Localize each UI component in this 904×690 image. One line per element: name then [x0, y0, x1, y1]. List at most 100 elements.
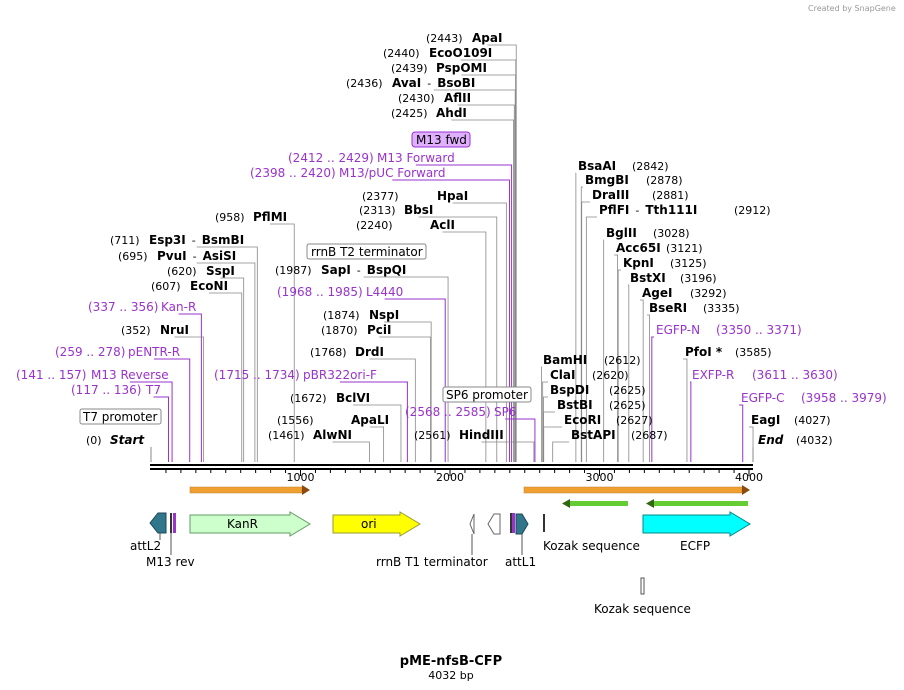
- ruler-label: 2000: [436, 471, 464, 484]
- sp6-promoter-mark: [512, 513, 515, 533]
- site-leader: [379, 336, 431, 462]
- site-leader: [543, 411, 555, 462]
- sequence-backbone: [150, 464, 753, 470]
- site-leader: [384, 321, 432, 462]
- kanr-label: KanR: [227, 517, 258, 531]
- primer-range: (3611 .. 3630): [752, 368, 838, 382]
- start-position: (0): [86, 434, 102, 447]
- enzyme-position: (2912): [734, 204, 771, 217]
- enzyme-isoschizomer: BsmBI: [202, 233, 244, 247]
- site-leader: [452, 202, 507, 462]
- site-leader: [153, 396, 169, 462]
- enzyme-position: (3292): [690, 287, 727, 300]
- enzyme-label: EagI(4027): [751, 413, 831, 427]
- site-leader: [339, 381, 408, 462]
- enzyme-name: BstAPI: [571, 428, 616, 442]
- primer-range: (2412 .. 2429): [288, 151, 374, 165]
- site-leader: [196, 246, 258, 462]
- plasmid-title: pME-nfsB-CFP: [400, 654, 502, 669]
- enzyme-position: (2612): [604, 354, 641, 367]
- enzyme-position: (2687): [631, 429, 668, 442]
- enzyme-separator: -: [357, 264, 361, 277]
- enzyme-label: ApaLI(1556): [277, 413, 389, 427]
- site-leader: [332, 441, 370, 462]
- enzyme-name: AvaI: [392, 76, 421, 90]
- attl1-feature: [515, 513, 529, 535]
- enzyme-position: (1768): [310, 346, 347, 359]
- enzyme-position: (2440): [383, 47, 420, 60]
- rrnb-t2-box: [306, 243, 427, 260]
- enzyme-label: BmgBI(2878): [585, 173, 683, 187]
- enzyme-label: PspOMI(2439): [391, 61, 487, 75]
- enzyme-position: (2436): [346, 77, 383, 90]
- site-leader: [739, 404, 744, 462]
- enzyme-name: ClaI: [550, 368, 575, 382]
- site-leader: [461, 74, 517, 462]
- enzyme-label: EcoO109I(2440): [383, 46, 492, 60]
- enzyme-position: (958): [215, 211, 245, 224]
- primer-name: EGFP-C: [741, 391, 784, 405]
- enzyme-label: EcoRI(2627): [564, 413, 653, 427]
- kozak-tick: [543, 514, 545, 532]
- rrnb-t2-terminator-feature: [487, 513, 501, 535]
- orf-long: [523, 486, 743, 494]
- start-label: Start: [110, 433, 145, 447]
- site-leader: [683, 358, 688, 462]
- m13-rev-label: M13 rev: [146, 555, 195, 569]
- backbone-bottom-strand: [150, 468, 753, 470]
- attl2-label: attL2: [130, 539, 161, 553]
- primer-name: M13 Forward: [377, 151, 455, 165]
- enzyme-label: BsaAI(2842): [578, 159, 669, 173]
- enzyme-position: (2627): [616, 414, 653, 427]
- site-leader: [581, 201, 590, 462]
- site-leader: [481, 441, 535, 462]
- ori-label: ori: [361, 517, 377, 531]
- site-leader: [651, 336, 654, 462]
- primer-label: M13/pUC Forward(2398 .. 2420): [250, 166, 446, 180]
- orf-kanr-head: [302, 485, 310, 495]
- enzyme-label: BstAPI (2687): [571, 428, 668, 442]
- enzyme-label: Acc65I (3121): [616, 241, 703, 255]
- primer-label: SP6(2568 .. 2585): [405, 405, 517, 419]
- primer-name: M13/pUC Forward: [339, 166, 446, 180]
- enzyme-name: NruI: [160, 323, 189, 337]
- primer-label: M13 Reverse(141 .. 157): [16, 368, 169, 382]
- rrnb-t1-terminator-label: rrnB T1 terminator: [376, 555, 488, 569]
- m13-fwd-box: [411, 131, 471, 148]
- backbone-top-strand: [150, 464, 753, 466]
- enzyme-position: (1987): [275, 264, 312, 277]
- primer-range: (1968 .. 1985): [277, 285, 363, 299]
- enzyme-name: Acc65I: [616, 241, 661, 255]
- site-leader: [690, 381, 692, 462]
- enzyme-label: DraIII(2881): [592, 188, 689, 202]
- enzyme-name: PfoI *: [685, 345, 723, 359]
- site-leader: [154, 358, 191, 462]
- enzyme-name: EagI: [751, 413, 780, 427]
- primer-label: L4440(1968 .. 1985): [277, 285, 403, 299]
- site-leader: [505, 418, 536, 462]
- enzyme-name: ApaI: [472, 31, 502, 45]
- enzyme-label: PflFI(2912)-Tth111I: [599, 203, 771, 217]
- enzyme-isoschizomer: AsiSI: [203, 249, 237, 263]
- primer-name: T7: [145, 383, 161, 397]
- enzyme-position: (2439): [391, 62, 428, 75]
- primer-range: (3958 .. 3979): [801, 391, 887, 405]
- enzyme-label: HpaI(2377): [362, 189, 468, 203]
- site-leader: [614, 254, 618, 462]
- enzyme-label: AflII(2430): [398, 91, 471, 105]
- site-leader: [628, 284, 630, 462]
- enzyme-position: (3121): [666, 242, 703, 255]
- enzyme-label: PvuI(695)-AsiSI: [118, 249, 236, 263]
- site-leader: [543, 426, 562, 462]
- enzyme-position: (2240): [356, 219, 393, 232]
- enzyme-label: HindIII(2561): [414, 428, 504, 442]
- site-leader: [585, 216, 597, 462]
- site-leader: [749, 426, 754, 462]
- orf-green-right: [654, 501, 748, 506]
- end-position: (4032): [796, 434, 833, 447]
- enzyme-label: EcoNI(607): [151, 279, 228, 293]
- enzyme-name: DraIII: [592, 188, 629, 202]
- site-leader: [442, 231, 487, 462]
- primer-label: M13 Forward(2412 .. 2429): [288, 151, 455, 165]
